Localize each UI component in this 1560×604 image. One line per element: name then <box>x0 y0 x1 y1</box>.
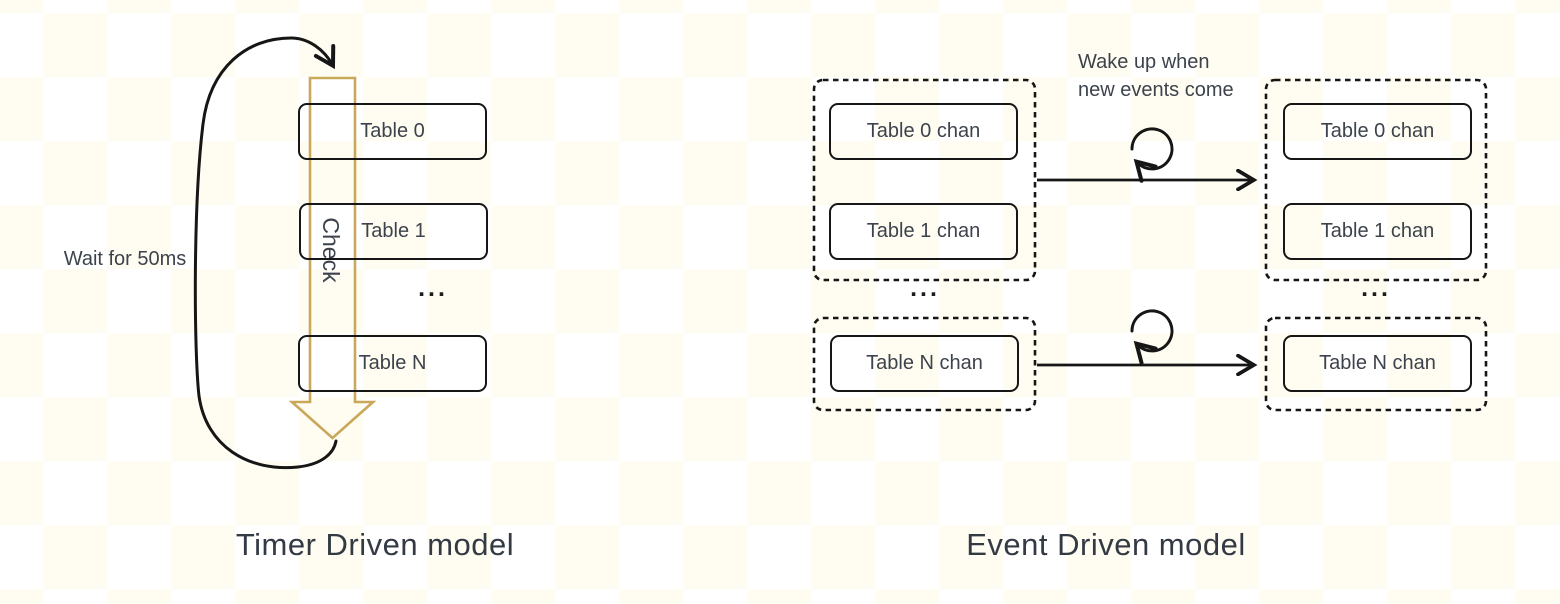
producer-table-1-chan-label: Table 1 chan <box>866 220 981 242</box>
consumer-table-1-chan: Table 1 chan <box>1283 203 1472 260</box>
timer-model-title: Timer Driven model <box>235 527 515 562</box>
left-ellipsis: ... <box>418 274 448 302</box>
table-box-1: Table 1 <box>299 203 488 260</box>
consumer-table-1-chan-label: Table 1 chan <box>1320 220 1435 242</box>
producer-group-top-border <box>812 78 1037 282</box>
wake-up-label: Wake up when new events come <box>1078 48 1234 104</box>
consumer-ellipsis: ... <box>1361 274 1391 302</box>
wake-up-label-line1: Wake up when <box>1078 51 1210 73</box>
producer-table-0-chan: Table 0 chan <box>829 103 1018 160</box>
producer-table-0-chan-label: Table 0 chan <box>866 120 981 142</box>
wake-loop-icon <box>1130 309 1174 365</box>
consumer-group-top-border <box>1264 78 1488 282</box>
wait-label: Wait for 50ms <box>63 248 187 270</box>
producer-ellipsis: ... <box>910 274 940 302</box>
timer-loop-arrow <box>193 36 338 470</box>
check-arrow <box>288 76 377 440</box>
consumer-table-n-chan: Table N chan <box>1283 335 1472 392</box>
table-box-1-label: Table 1 <box>361 220 426 242</box>
table-box-0-label: Table 0 <box>360 120 425 142</box>
producer-table-n-chan: Table N chan <box>830 335 1019 392</box>
consumer-table-0-chan: Table 0 chan <box>1283 103 1472 160</box>
wake-up-label-line2: new events come <box>1078 79 1234 101</box>
table-box-n: Table N <box>298 335 487 392</box>
table-box-0: Table 0 <box>298 103 487 160</box>
table-box-n-label: Table N <box>358 352 427 374</box>
producer-table-1-chan: Table 1 chan <box>829 203 1018 260</box>
wake-loop-icon <box>1130 127 1174 183</box>
event-model-title: Event Driven model <box>966 527 1246 562</box>
consumer-group-bottom-border <box>1264 316 1488 412</box>
consumer-table-n-chan-label: Table N chan <box>1319 352 1436 374</box>
producer-group-bottom-border <box>812 316 1037 412</box>
consumer-table-0-chan-label: Table 0 chan <box>1320 120 1435 142</box>
producer-table-n-chan-label: Table N chan <box>866 352 983 374</box>
